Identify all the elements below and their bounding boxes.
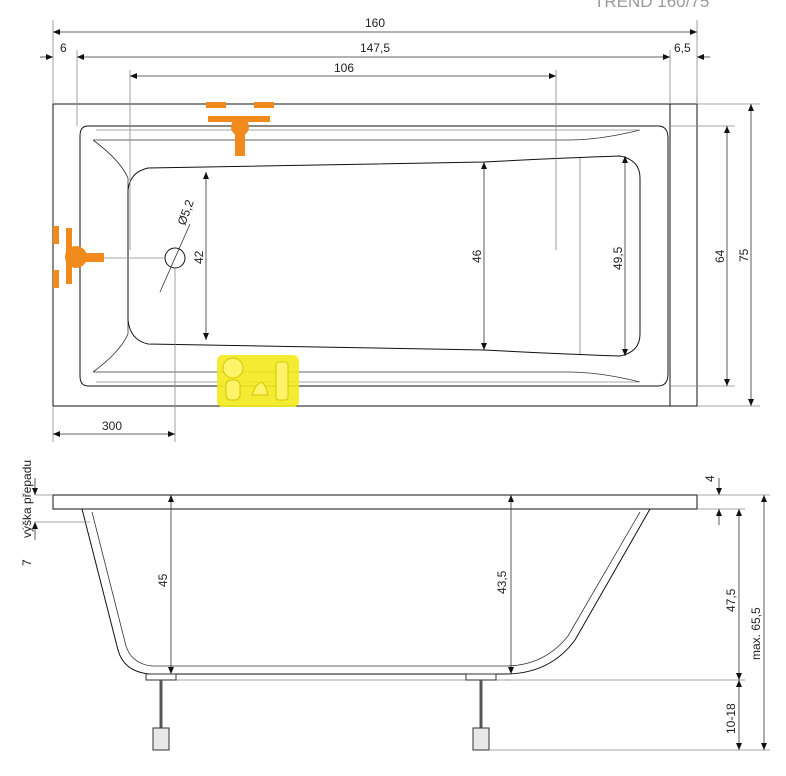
waste-overflow-icon <box>217 355 299 407</box>
tub-bottom-outline <box>127 155 641 357</box>
depth-foot-label: 43,5 <box>495 570 509 594</box>
drain-diameter-label: Ø5,2 <box>175 197 197 227</box>
leg-right-icon <box>465 673 497 751</box>
tap-top-icon <box>206 102 274 156</box>
overflow-height-label: výška přepadu <box>20 460 34 538</box>
inner-length-label: 147,5 <box>360 41 390 55</box>
total-width-label: 75 <box>737 248 751 262</box>
max-height-label: max. 65,5 <box>749 607 763 660</box>
leg-left-icon <box>145 673 177 751</box>
total-length-label: 160 <box>365 16 385 30</box>
tub-side-outline <box>81 508 651 675</box>
top-view: Ø5,2 <box>40 16 760 442</box>
depth-head-label: 45 <box>156 573 170 587</box>
inner-width-label: 64 <box>713 249 727 263</box>
tub-outer-outline <box>52 103 698 407</box>
left-rim-label: 6 <box>60 41 67 55</box>
overflow-value-label: 7 <box>20 559 34 566</box>
bottom-length-label: 106 <box>334 61 354 75</box>
tap-left-icon <box>53 226 104 288</box>
rim-slab <box>52 494 698 510</box>
width-head-label: 42 <box>192 250 206 264</box>
tub-height-label: 47,5 <box>724 588 738 612</box>
drain-offset-label: 300 <box>102 419 122 433</box>
product-title: TREND 160/75 <box>594 0 709 11</box>
width-foot-label: 49,5 <box>611 246 625 270</box>
right-rim-label: 6,5 <box>674 41 691 55</box>
rim-thickness-label: 4 <box>703 475 717 482</box>
side-view: 45 43,5 výška přepadu 7 4 47,5 10-18 max… <box>20 460 770 751</box>
width-middle-label: 46 <box>470 249 484 263</box>
tub-inner-outline <box>79 125 669 387</box>
leg-range-label: 10-18 <box>724 703 738 734</box>
